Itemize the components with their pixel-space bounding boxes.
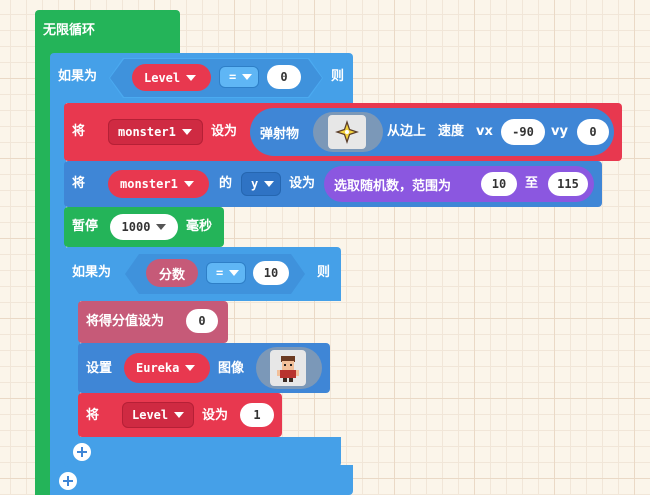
level-set-variable-dropdown[interactable]: Level xyxy=(122,402,194,428)
pause-unit-label: 毫秒 xyxy=(186,219,213,234)
chevron-down-icon xyxy=(156,224,167,230)
random-from-input[interactable]: 10 xyxy=(481,172,517,196)
from-side-label: 从边上 xyxy=(387,124,427,139)
random-to-input[interactable]: 115 xyxy=(548,172,588,196)
sparkle-sprite-icon xyxy=(328,115,366,149)
chevron-down-icon xyxy=(174,412,185,418)
if-score-arm xyxy=(64,298,80,468)
set-score-label: 将得分值设为 xyxy=(86,314,165,329)
chevron-down-icon xyxy=(229,270,240,276)
set-level-label: 将 xyxy=(86,408,100,423)
if-score-then-label: 则 xyxy=(317,265,331,280)
chevron-down-icon xyxy=(186,74,197,81)
operator-dropdown-level[interactable]: = xyxy=(219,66,259,88)
forever-label: 无限循环 xyxy=(43,23,96,38)
add-else-level-button[interactable] xyxy=(59,472,77,490)
monster1-sprite-dropdown[interactable]: monster1 xyxy=(108,119,203,145)
if-level-label: 如果为 xyxy=(58,69,98,84)
if-level-footer xyxy=(50,465,353,495)
image-label: 图像 xyxy=(218,361,245,376)
vx-label: vx xyxy=(476,124,493,139)
if-score-label: 如果为 xyxy=(72,265,112,280)
set-level-to-label: 设为 xyxy=(202,408,229,423)
level-variable-dropdown[interactable]: Level xyxy=(132,64,211,91)
set-level-value-input[interactable]: 1 xyxy=(240,403,274,427)
vx-value-input[interactable]: -90 xyxy=(501,119,545,145)
speed-label: 速度 xyxy=(438,124,465,139)
pause-duration-dropdown[interactable]: 1000 xyxy=(110,214,178,240)
score-compare-value[interactable]: 10 xyxy=(253,261,289,285)
projectile-reporter[interactable]: 弹射物 xyxy=(250,108,614,156)
random-to-label: 至 xyxy=(525,176,539,191)
forever-loop-block[interactable] xyxy=(35,10,180,54)
chevron-down-icon xyxy=(242,74,253,80)
character-sprite-icon xyxy=(270,350,306,386)
score-reporter[interactable]: 分数 xyxy=(146,259,198,287)
projectile-label: 弹射物 xyxy=(260,126,300,142)
forever-loop-arm xyxy=(35,50,53,495)
if-level-then-label: 则 xyxy=(331,69,345,84)
chevron-down-icon xyxy=(181,129,192,135)
set-to-label: 设为 xyxy=(211,124,238,139)
vy-value-input[interactable]: 0 xyxy=(577,119,609,145)
operator-dropdown-score[interactable]: = xyxy=(206,262,246,284)
add-else-score-button[interactable] xyxy=(73,443,91,461)
if-score-footer xyxy=(64,437,341,467)
set-image-label: 设置 xyxy=(86,361,113,376)
set-score-value-input[interactable]: 0 xyxy=(186,309,218,333)
property-y-dropdown[interactable]: y xyxy=(241,172,281,196)
set-y-label: 将 xyxy=(72,176,86,191)
set-y-to-label: 设为 xyxy=(289,176,316,191)
of-label: 的 xyxy=(219,176,233,191)
chevron-down-icon xyxy=(264,181,275,187)
eureka-sprite-dropdown[interactable]: Eureka xyxy=(124,353,210,383)
chevron-down-icon xyxy=(183,181,194,187)
pause-label: 暂停 xyxy=(72,219,99,234)
monster1-y-sprite-dropdown[interactable]: monster1 xyxy=(108,170,209,198)
if-level-arm xyxy=(50,100,66,495)
vy-label: vy xyxy=(551,124,568,139)
random-label: 选取随机数，范围为 xyxy=(334,178,452,194)
set-label: 将 xyxy=(72,124,86,139)
level-compare-value[interactable]: 0 xyxy=(267,65,301,89)
chevron-down-icon xyxy=(185,365,196,371)
